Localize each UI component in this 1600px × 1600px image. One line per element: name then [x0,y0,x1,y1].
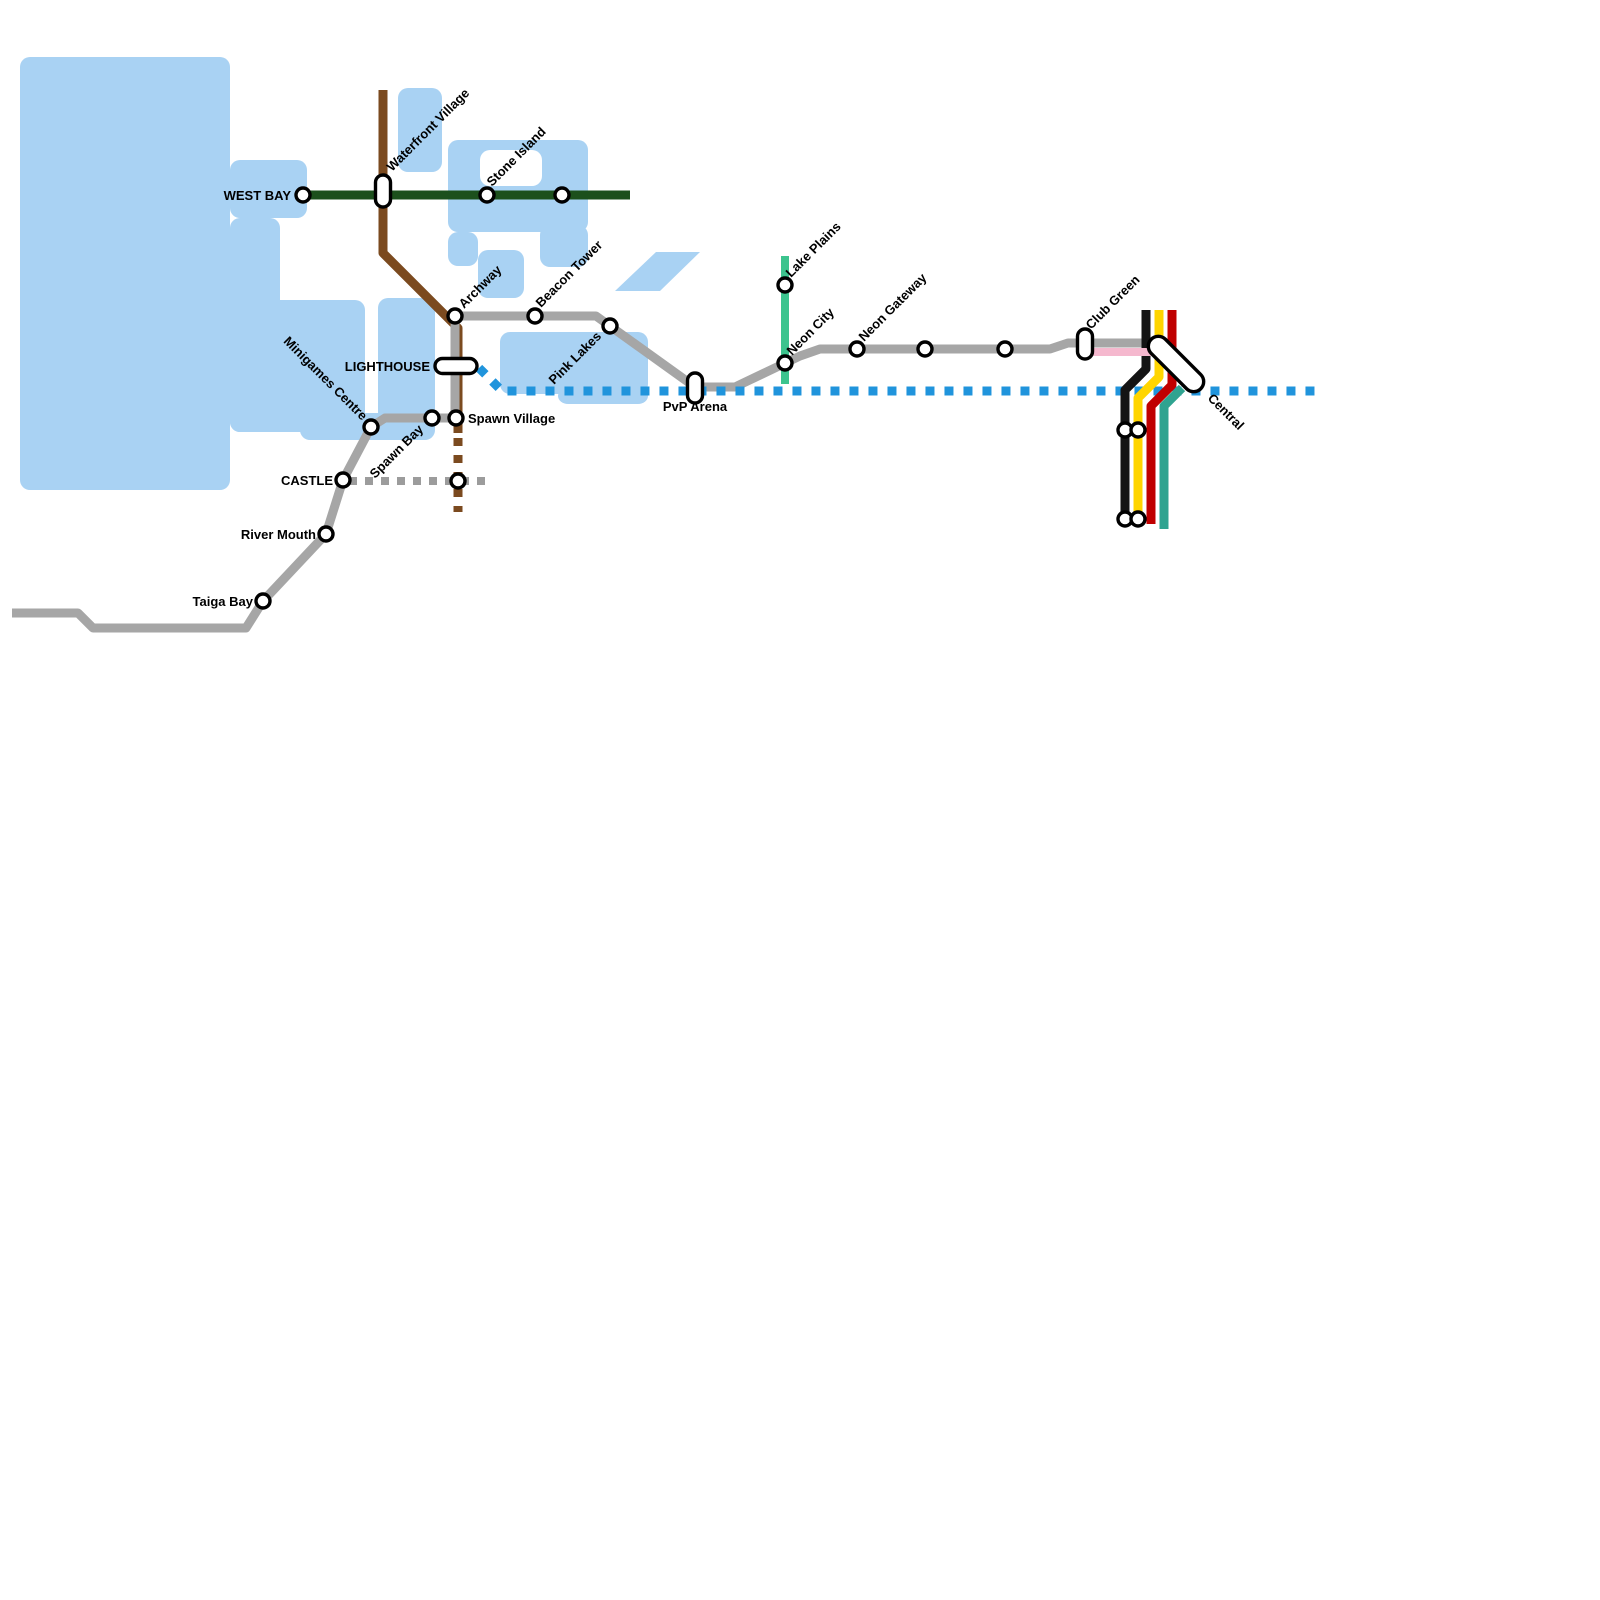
label-river-mouth: River Mouth [241,527,316,542]
label-neon-gateway: Neon Gateway [856,270,930,344]
water-area [448,232,478,266]
ferry-line-dashed [475,364,1320,396]
station-west-bay [294,186,312,204]
water-area [615,252,700,291]
station-minigames-centre [362,418,380,436]
interchange-layer [373,173,1206,405]
water-area [230,160,307,218]
water-area [500,332,648,394]
station-east-minor-1 [916,340,934,358]
station-castle [334,471,352,489]
label-lighthouse: LIGHTHOUSE [345,359,431,374]
station-pink-lakes [601,317,619,335]
interchange-central [1146,334,1206,394]
label-spawn-village: Spawn Village [468,411,555,426]
station-neon-city [776,354,794,372]
label-castle: CASTLE [281,473,333,488]
station-archway [446,307,464,325]
island [480,150,542,186]
label-lake-plains: Lake Plains [783,219,844,280]
water-area [540,225,588,267]
label-central: Central [1205,391,1247,433]
station-east-minor-2 [996,340,1014,358]
interchange-waterfront-village [373,173,393,209]
station-spawn-bay [423,409,441,427]
station-lake-plains [776,276,794,294]
water-area [378,298,435,432]
station-layer [254,186,1147,610]
interchange-pvp-arena [685,371,705,405]
water-area [478,250,524,298]
station-river-mouth [317,525,335,543]
station-south-pair-lower-right [1129,510,1147,528]
water-area [398,88,442,172]
station-green-line-minor [553,186,571,204]
station-stone-island [478,186,496,204]
label-taiga-bay: Taiga Bay [193,594,254,609]
station-taiga-bay [254,592,272,610]
water-area [20,57,230,490]
water-layer [20,57,700,490]
water-area [230,300,365,432]
station-beacon-tower [526,307,544,325]
station-south-pair-upper-right [1129,421,1147,439]
station-castle-branch-minor [449,472,467,490]
label-pvp-arena: PvP Arena [663,399,728,414]
label-west-bay: WEST BAY [224,188,292,203]
label-club-green: Club Green [1083,272,1143,332]
black-line [1120,310,1151,519]
interchange-lighthouse [433,356,479,376]
interchange-club-green [1075,327,1095,361]
island-layer [480,150,542,186]
station-neon-gateway [848,340,866,358]
teal-line-south [1159,384,1186,529]
station-spawn-village [447,409,465,427]
